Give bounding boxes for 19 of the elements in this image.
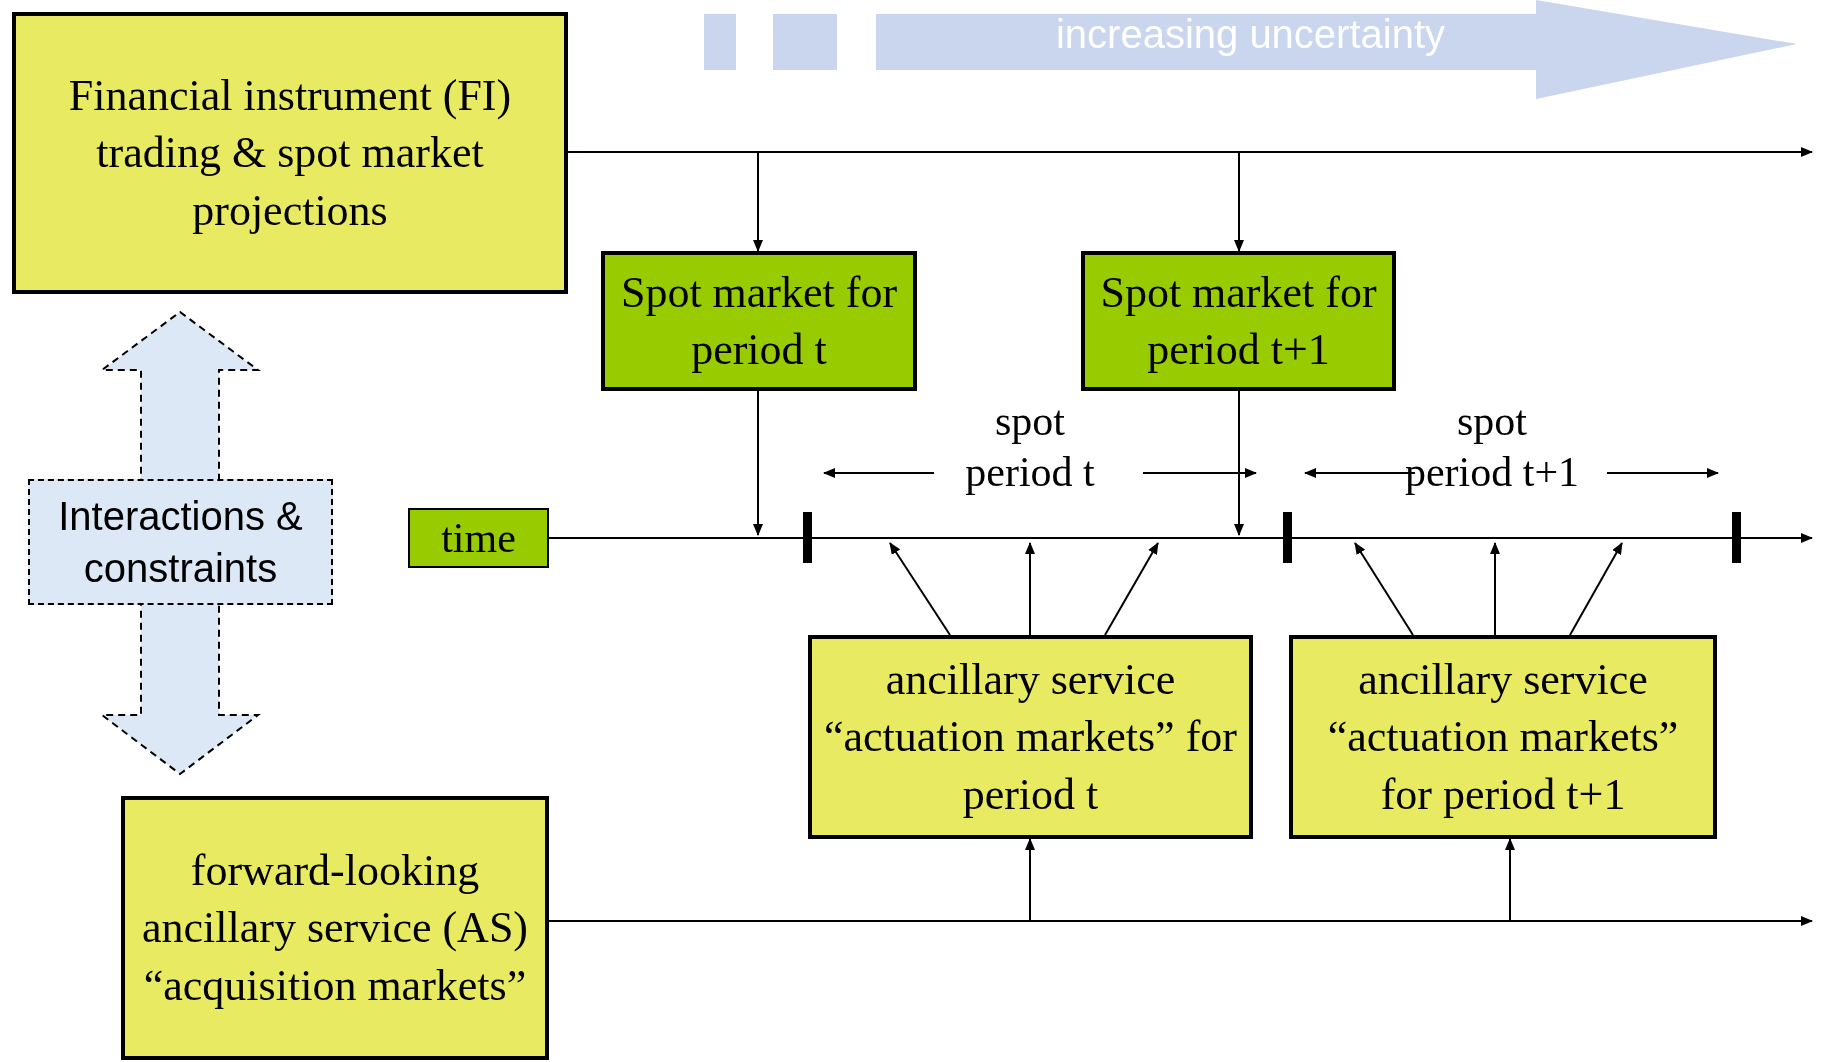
period-label: spot period t+1 [1403,397,1581,498]
arrow [1569,542,1623,636]
market-box: forward-looking ancillary service (AS) “acquisition markets” [121,796,549,1060]
note-box: Interactions & constraints [28,479,333,605]
process-box: Financial instrument (FI) trading & spot market projections [12,12,568,294]
arrow [548,533,1813,543]
arrow [889,542,951,636]
arrow [1104,542,1159,636]
arrow [1354,542,1414,636]
arrow [1490,542,1500,636]
market-box: Spot market for period t [601,251,917,391]
arrow [753,390,763,536]
period-label: spot period t [964,397,1096,498]
time-box: time [408,508,549,568]
market-box: ancillary service “actuation markets” for period t [808,635,1253,839]
arrow [1234,390,1244,536]
market-box: ancillary service “actuation markets” for period t+1 [1289,635,1717,839]
market-box: Spot market for period t+1 [1081,251,1396,391]
arrow [1025,542,1035,636]
